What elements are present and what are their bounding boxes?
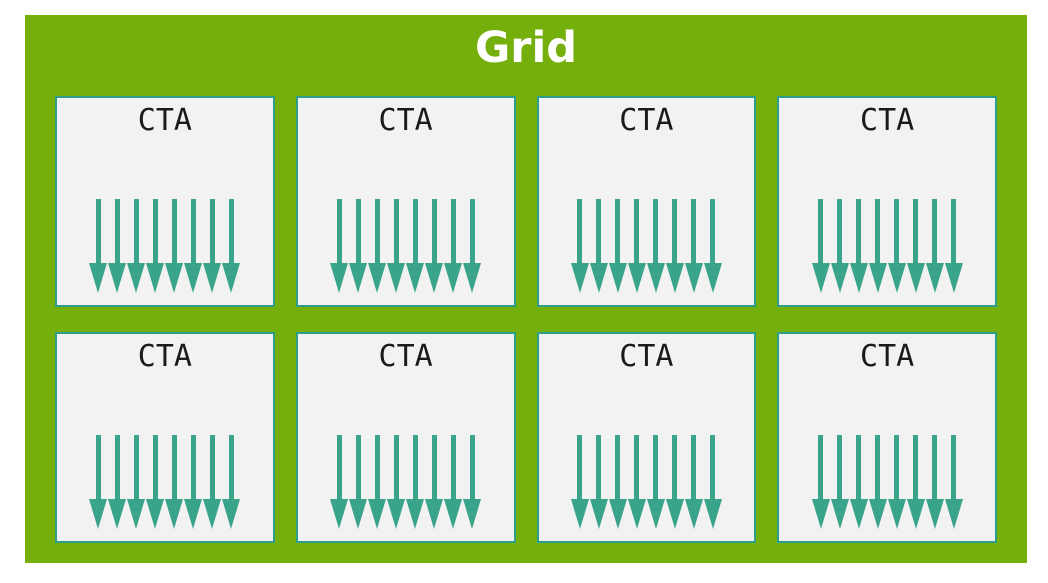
thread-arrow-icon bbox=[627, 199, 646, 293]
thread-arrow-icon bbox=[425, 199, 444, 293]
thread-arrow-icon bbox=[463, 435, 482, 529]
cta-block: CTA bbox=[55, 332, 275, 543]
cta-label: CTA bbox=[137, 339, 192, 374]
cta-label: CTA bbox=[619, 103, 674, 138]
thread-arrow-icon bbox=[589, 435, 608, 529]
thread-arrow-icon bbox=[406, 435, 425, 529]
thread-arrow-icon bbox=[684, 435, 703, 529]
thread-arrow-icon bbox=[146, 435, 165, 529]
thread-arrow-icon bbox=[627, 435, 646, 529]
cta-label: CTA bbox=[378, 103, 433, 138]
cta-block: CTA bbox=[55, 96, 275, 307]
thread-arrow-icon bbox=[608, 199, 627, 293]
thread-arrow-icon bbox=[184, 199, 203, 293]
thread-arrow-icon bbox=[222, 199, 241, 293]
thread-arrow-icon bbox=[368, 435, 387, 529]
thread-arrow-icon bbox=[89, 435, 108, 529]
thread-arrow-icon bbox=[684, 199, 703, 293]
thread-arrow-icon bbox=[349, 435, 368, 529]
thread-arrows bbox=[570, 435, 722, 529]
thread-arrow-icon bbox=[330, 199, 349, 293]
thread-arrow-icon bbox=[108, 199, 127, 293]
thread-arrow-icon bbox=[203, 199, 222, 293]
thread-arrows bbox=[330, 199, 482, 293]
thread-arrow-icon bbox=[665, 199, 684, 293]
thread-arrow-icon bbox=[330, 435, 349, 529]
thread-arrows bbox=[89, 435, 241, 529]
thread-arrow-icon bbox=[387, 435, 406, 529]
thread-arrow-icon bbox=[811, 435, 830, 529]
thread-arrow-icon bbox=[925, 435, 944, 529]
grid-title: Grid bbox=[474, 23, 578, 73]
cta-label: CTA bbox=[619, 339, 674, 374]
thread-arrow-icon bbox=[868, 199, 887, 293]
cta-label: CTA bbox=[378, 339, 433, 374]
grid-diagram: Grid CTA CTA CTA CTA CTA CTA CTA bbox=[25, 15, 1027, 563]
thread-arrow-icon bbox=[127, 435, 146, 529]
cta-label: CTA bbox=[860, 103, 915, 138]
thread-arrow-icon bbox=[887, 435, 906, 529]
thread-arrow-icon bbox=[646, 435, 665, 529]
thread-arrow-icon bbox=[89, 199, 108, 293]
thread-arrows bbox=[89, 199, 241, 293]
cta-label: CTA bbox=[137, 103, 192, 138]
thread-arrow-icon bbox=[108, 435, 127, 529]
cta-grid: CTA CTA CTA CTA CTA CTA CTA CTA bbox=[55, 96, 997, 543]
cta-block: CTA bbox=[295, 332, 516, 543]
thread-arrow-icon bbox=[665, 435, 684, 529]
thread-arrows bbox=[811, 435, 963, 529]
thread-arrow-icon bbox=[849, 199, 868, 293]
thread-arrow-icon bbox=[906, 435, 925, 529]
thread-arrow-icon bbox=[570, 435, 589, 529]
cta-block: CTA bbox=[536, 332, 757, 543]
thread-arrow-icon bbox=[703, 199, 722, 293]
cta-block: CTA bbox=[295, 96, 516, 307]
thread-arrow-icon bbox=[589, 199, 608, 293]
cta-block: CTA bbox=[536, 96, 757, 307]
thread-arrow-icon bbox=[146, 199, 165, 293]
thread-arrow-icon bbox=[165, 435, 184, 529]
thread-arrow-icon bbox=[425, 435, 444, 529]
thread-arrow-icon bbox=[444, 199, 463, 293]
thread-arrow-icon bbox=[608, 435, 627, 529]
thread-arrow-icon bbox=[830, 435, 849, 529]
cta-block: CTA bbox=[777, 96, 997, 307]
thread-arrow-icon bbox=[222, 435, 241, 529]
thread-arrow-icon bbox=[184, 435, 203, 529]
thread-arrow-icon bbox=[165, 199, 184, 293]
thread-arrow-icon bbox=[944, 199, 963, 293]
cta-label: CTA bbox=[860, 339, 915, 374]
thread-arrow-icon bbox=[570, 199, 589, 293]
thread-arrow-icon bbox=[463, 199, 482, 293]
thread-arrow-icon bbox=[849, 435, 868, 529]
thread-arrow-icon bbox=[868, 435, 887, 529]
thread-arrow-icon bbox=[127, 199, 146, 293]
thread-arrows bbox=[570, 199, 722, 293]
thread-arrow-icon bbox=[368, 199, 387, 293]
thread-arrow-icon bbox=[887, 199, 906, 293]
thread-arrows bbox=[811, 199, 963, 293]
thread-arrows bbox=[330, 435, 482, 529]
thread-arrow-icon bbox=[703, 435, 722, 529]
thread-arrow-icon bbox=[830, 199, 849, 293]
thread-arrow-icon bbox=[906, 199, 925, 293]
thread-arrow-icon bbox=[944, 435, 963, 529]
thread-arrow-icon bbox=[349, 199, 368, 293]
thread-arrow-icon bbox=[203, 435, 222, 529]
thread-arrow-icon bbox=[444, 435, 463, 529]
thread-arrow-icon bbox=[925, 199, 944, 293]
cta-block: CTA bbox=[777, 332, 997, 543]
thread-arrow-icon bbox=[387, 199, 406, 293]
thread-arrow-icon bbox=[811, 199, 830, 293]
thread-arrow-icon bbox=[646, 199, 665, 293]
thread-arrow-icon bbox=[406, 199, 425, 293]
